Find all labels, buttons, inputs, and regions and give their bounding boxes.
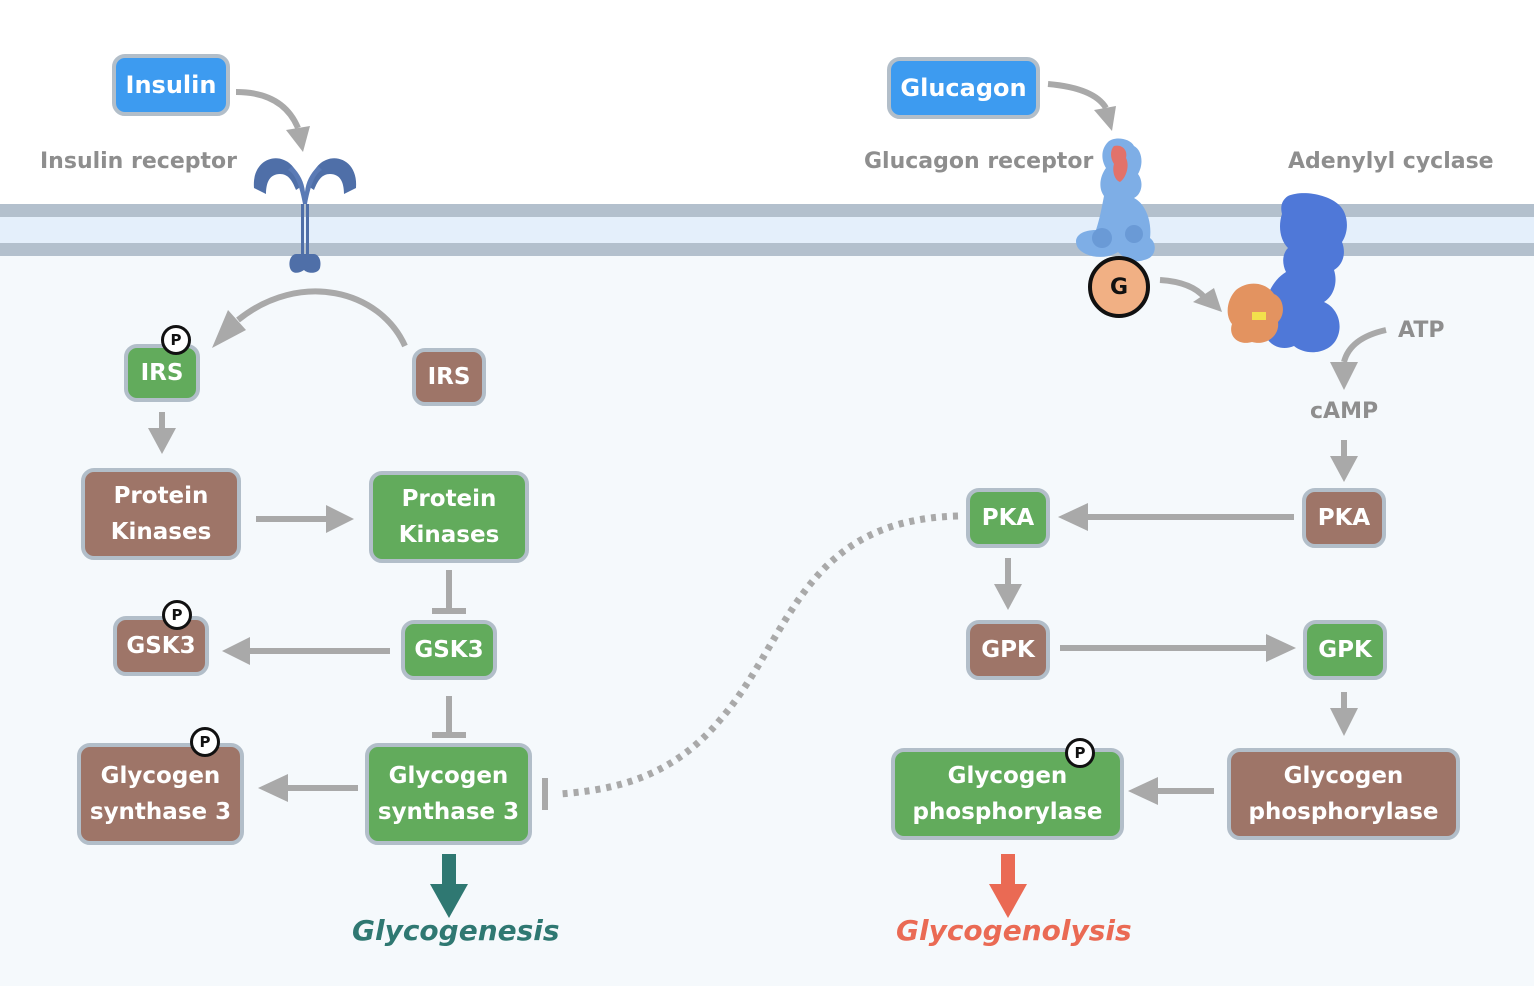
arrowhead xyxy=(1058,503,1088,531)
inhibition-bar xyxy=(542,778,548,810)
arrowhead xyxy=(994,584,1022,610)
arrowhead xyxy=(286,126,310,152)
arrowhead xyxy=(258,774,288,802)
g-protein-badge: G xyxy=(1088,256,1150,318)
glycogen-synthase-phospho-badge: P xyxy=(190,727,220,757)
insulin-binding-arrow xyxy=(235,89,301,130)
receptor-phosphorylates-irs-arrow xyxy=(236,288,408,348)
atp-to-camp-arrow xyxy=(1341,327,1387,363)
camp-label: cAMP xyxy=(1310,399,1379,424)
arrow-shaft xyxy=(1060,645,1268,651)
insulin-node: Insulin xyxy=(112,54,230,116)
glucagon-node: Glucagon xyxy=(887,57,1040,119)
glycogenesis-arrowhead xyxy=(430,884,468,918)
irs-phospho-badge: P xyxy=(161,325,191,355)
gpk-active-node: GPK xyxy=(1303,620,1387,680)
glycogen-phosphorylase-phospho-badge: P xyxy=(1065,738,1095,768)
arrowhead xyxy=(212,310,246,348)
arrowhead xyxy=(148,428,176,454)
glycogenesis-label: Glycogenesis xyxy=(352,914,560,947)
insulin-receptor-icon xyxy=(253,158,357,273)
irs-active-node: IRS xyxy=(124,344,200,402)
arrowhead xyxy=(326,505,354,533)
arrow-shaft xyxy=(286,785,358,791)
gsk3-phosphorylated-node: GSK3 xyxy=(113,616,209,676)
arrow-shaft xyxy=(248,648,390,654)
adenylyl-cyclase-protein-icon xyxy=(1227,193,1347,353)
glycogenesis-arrow-shaft xyxy=(442,854,456,888)
glycogenolysis-label: Glycogenolysis xyxy=(896,914,1132,947)
cytoplasm xyxy=(0,256,1534,986)
arrowhead xyxy=(1330,708,1358,736)
glucagon-receptor-label: Glucagon receptor xyxy=(864,149,1094,174)
arrowhead xyxy=(1094,106,1116,131)
arrowhead xyxy=(1193,288,1222,312)
arrow-shaft xyxy=(1156,788,1214,794)
pka-active-node: PKA xyxy=(966,488,1050,548)
gsk3-phospho-badge: P xyxy=(162,600,192,630)
arrow-shaft xyxy=(159,412,165,428)
inhibition-bar xyxy=(432,732,466,738)
pka-inhibits-glycogen-synthase-dotted xyxy=(559,512,959,798)
irs-inactive-node: IRS xyxy=(412,348,486,406)
g-protein-activates-cyclase-arrow xyxy=(1159,277,1208,301)
arrow-shaft xyxy=(1005,558,1011,584)
inhibition-shaft xyxy=(446,696,452,732)
gpk-inactive-node: GPK xyxy=(966,620,1050,680)
arrow-shaft xyxy=(1086,514,1294,520)
glycogenolysis-arrowhead xyxy=(989,884,1027,918)
pka-inactive-node: PKA xyxy=(1302,488,1386,548)
inhibition-shaft xyxy=(446,570,452,608)
arrowhead xyxy=(1266,634,1296,662)
inhibition-bar xyxy=(432,608,466,614)
glucagon-receptor-protein-icon xyxy=(1076,138,1155,262)
atp-label: ATP xyxy=(1398,318,1445,343)
arrow-shaft xyxy=(1341,692,1347,710)
glucagon-binding-arrow xyxy=(1047,81,1109,110)
glycogenolysis-arrow-shaft xyxy=(1001,854,1015,888)
arrow-shaft xyxy=(1341,440,1347,456)
arrowhead xyxy=(1330,456,1358,482)
adenylyl-cyclase-label: Adenylyl cyclase xyxy=(1288,149,1494,174)
insulin-receptor-label: Insulin receptor xyxy=(40,149,237,174)
gsk3-active-node: GSK3 xyxy=(401,620,497,680)
arrowhead xyxy=(1330,362,1358,390)
arrowhead xyxy=(1128,777,1158,805)
arrowhead xyxy=(222,637,250,665)
arrow-shaft xyxy=(256,516,328,522)
